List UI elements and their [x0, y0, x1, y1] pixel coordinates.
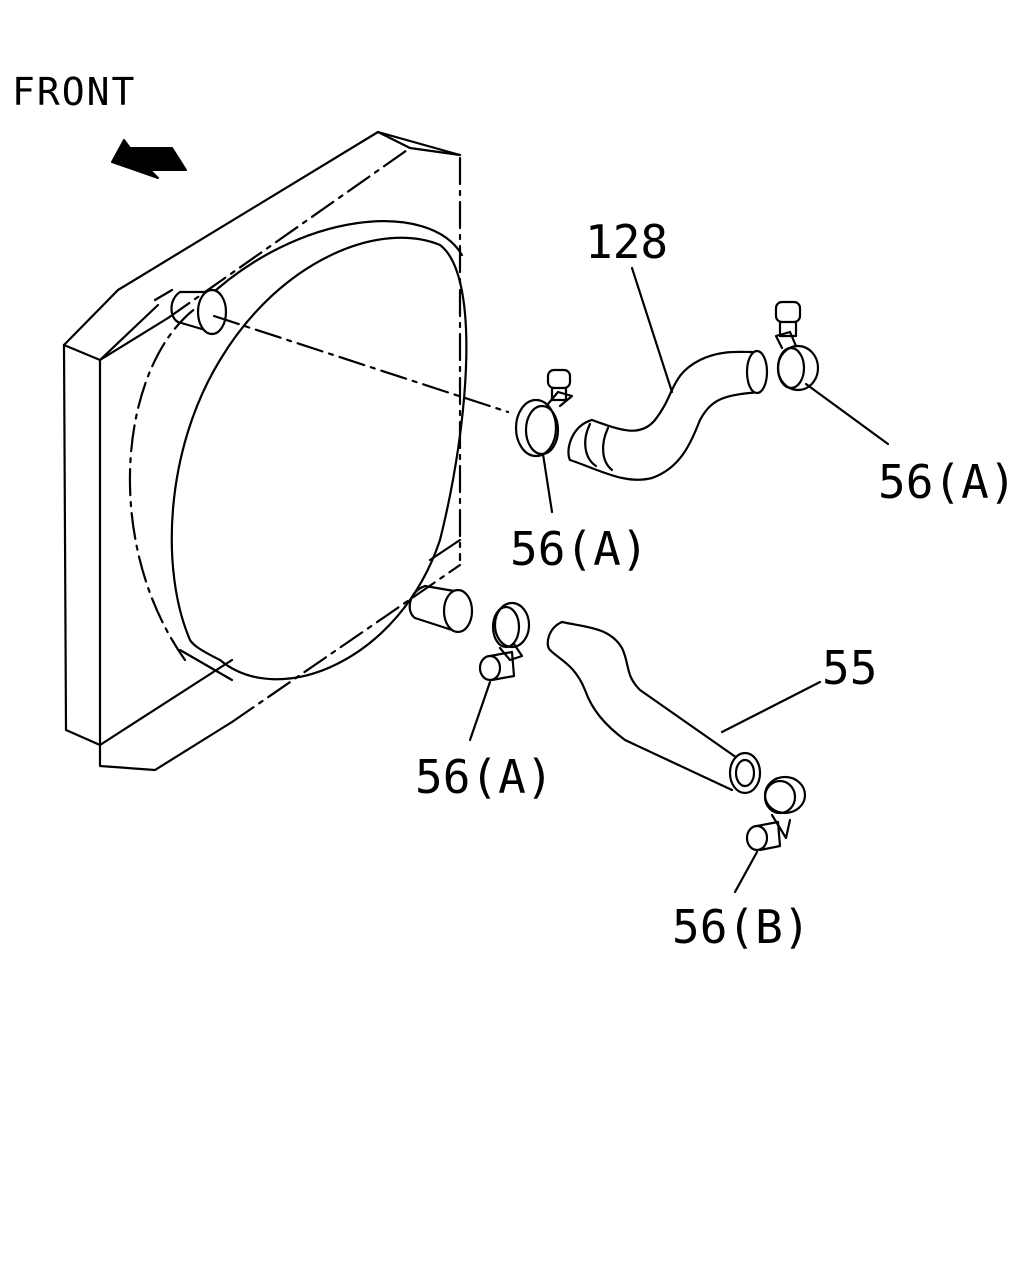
upper-hose-128: [567, 349, 769, 481]
lower-hose-55: [546, 620, 762, 795]
clamp-lower-right: [745, 775, 807, 852]
callout-56a-upper-right: 56(A): [878, 455, 1016, 509]
leader-56a-upper-right: [804, 382, 890, 446]
leader-55: [720, 680, 822, 734]
callout-55: 55: [822, 641, 877, 695]
callout-56a-upper-left: 56(A): [510, 522, 648, 576]
clamp-lower-left: [478, 601, 531, 682]
leader-56b: [733, 850, 759, 894]
clamp-upper-right: [774, 300, 820, 392]
upper-outlet-pipe: [170, 288, 228, 336]
front-label: FRONT: [12, 70, 136, 114]
leader-56a-lower-left: [468, 680, 492, 742]
callout-56a-lower-left: 56(A): [415, 750, 553, 804]
clamp-upper-left: [514, 368, 574, 458]
radiator-shroud: [62, 130, 468, 772]
leader-56a-upper-left: [541, 452, 554, 514]
callout-128: 128: [585, 215, 668, 269]
front-arrow-icon: [111, 139, 187, 179]
upper-pipe-alignment-line: [212, 314, 510, 414]
leader-128: [630, 266, 674, 394]
lower-inlet-pipe: [408, 584, 474, 634]
callout-56b: 56(B): [672, 900, 810, 954]
